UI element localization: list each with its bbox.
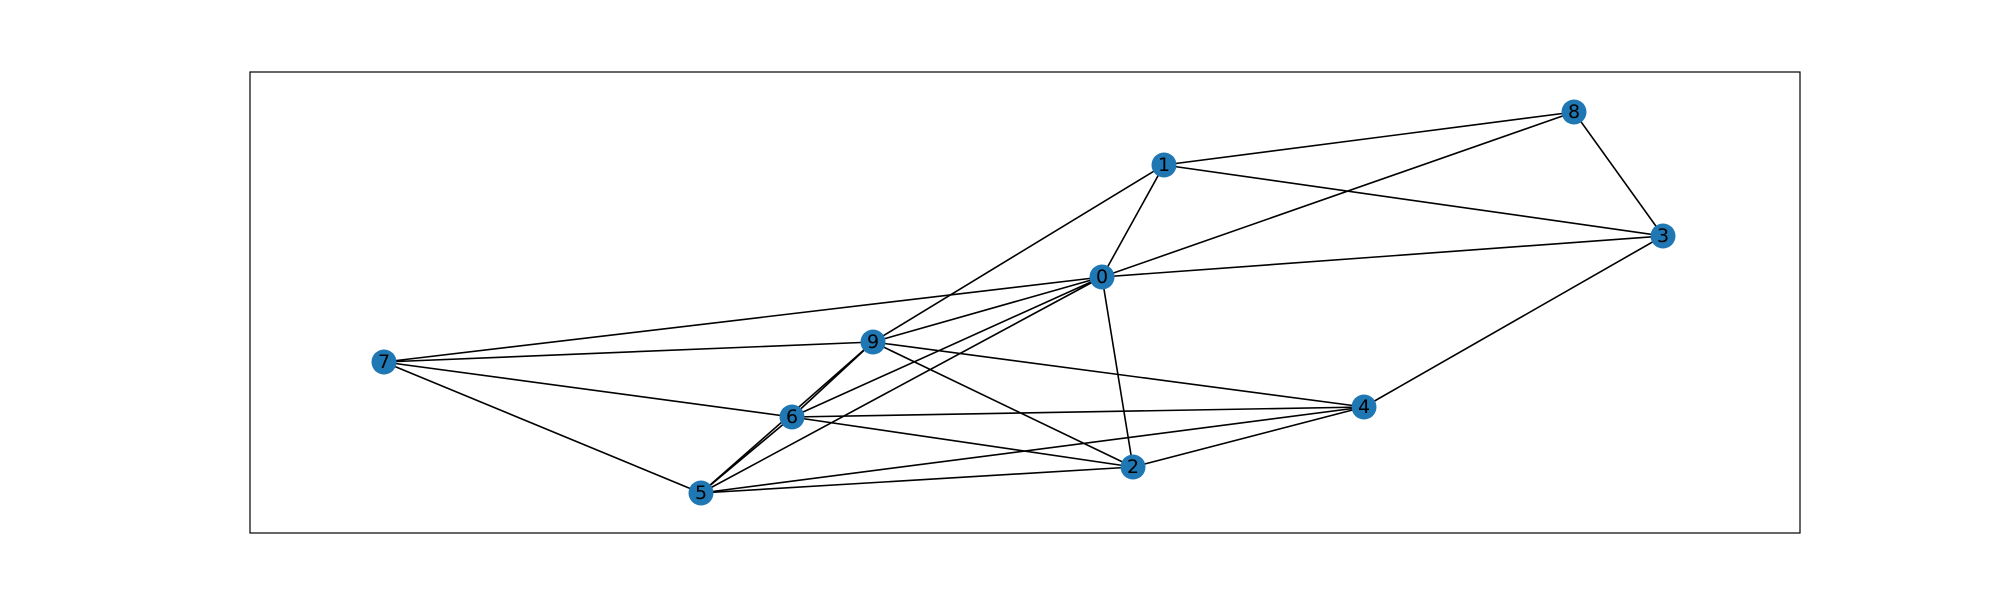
node-label-7: 7: [378, 351, 390, 373]
edge-7-6: [383, 361, 793, 418]
node-9: 9: [860, 329, 886, 355]
node-3: 3: [1650, 223, 1676, 249]
edge-6-5: [700, 416, 793, 494]
plot-frame: [249, 71, 1801, 534]
edge-1-8: [1163, 111, 1575, 166]
edge-1-9: [872, 164, 1165, 343]
node-label-4: 4: [1358, 396, 1370, 418]
node-4: 4: [1351, 394, 1377, 420]
node-circle-3: [1650, 223, 1676, 249]
node-label-6: 6: [786, 406, 798, 428]
edge-0-2: [1101, 276, 1134, 468]
edge-0-6: [791, 276, 1103, 418]
node-circle-6: [779, 404, 805, 430]
node-circle-0: [1089, 264, 1115, 290]
edge-7-5: [383, 361, 702, 494]
node-label-2: 2: [1127, 456, 1139, 478]
node-circle-9: [860, 329, 886, 355]
edge-3-4: [1363, 235, 1664, 408]
node-7: 7: [371, 349, 397, 375]
node-circle-8: [1561, 99, 1587, 125]
edge-7-9: [383, 341, 874, 363]
edge-1-0: [1101, 164, 1165, 278]
node-label-9: 9: [867, 331, 879, 353]
node-label-3: 3: [1657, 225, 1669, 247]
edge-6-2: [791, 416, 1134, 468]
edge-5-4: [700, 406, 1365, 494]
edge-2-4: [1132, 406, 1365, 468]
node-circle-2: [1120, 454, 1146, 480]
node-label-5: 5: [695, 482, 707, 504]
node-0: 0: [1089, 264, 1115, 290]
node-8: 8: [1561, 99, 1587, 125]
edge-9-4: [872, 341, 1365, 408]
edge-1-3: [1163, 164, 1664, 237]
nodes-layer: 0 1 2 3 4 5 6 7 8 9: [371, 99, 1676, 506]
edge-0-5: [700, 276, 1103, 494]
node-circle-4: [1351, 394, 1377, 420]
edge-8-0: [1101, 111, 1575, 278]
edge-5-2: [700, 466, 1134, 494]
node-label-1: 1: [1158, 154, 1170, 176]
node-1: 1: [1151, 152, 1177, 178]
node-5: 5: [688, 480, 714, 506]
node-circle-1: [1151, 152, 1177, 178]
edge-0-9: [872, 276, 1103, 343]
edge-6-4: [791, 406, 1365, 418]
edges-layer: [383, 111, 1664, 494]
node-label-8: 8: [1568, 101, 1580, 123]
edge-9-2: [872, 341, 1134, 468]
edge-8-3: [1573, 111, 1664, 237]
node-label-0: 0: [1096, 266, 1108, 288]
node-circle-5: [688, 480, 714, 506]
node-circle-7: [371, 349, 397, 375]
node-6: 6: [779, 404, 805, 430]
edge-0-3: [1101, 235, 1664, 278]
node-2: 2: [1120, 454, 1146, 480]
edge-0-7: [383, 276, 1103, 363]
